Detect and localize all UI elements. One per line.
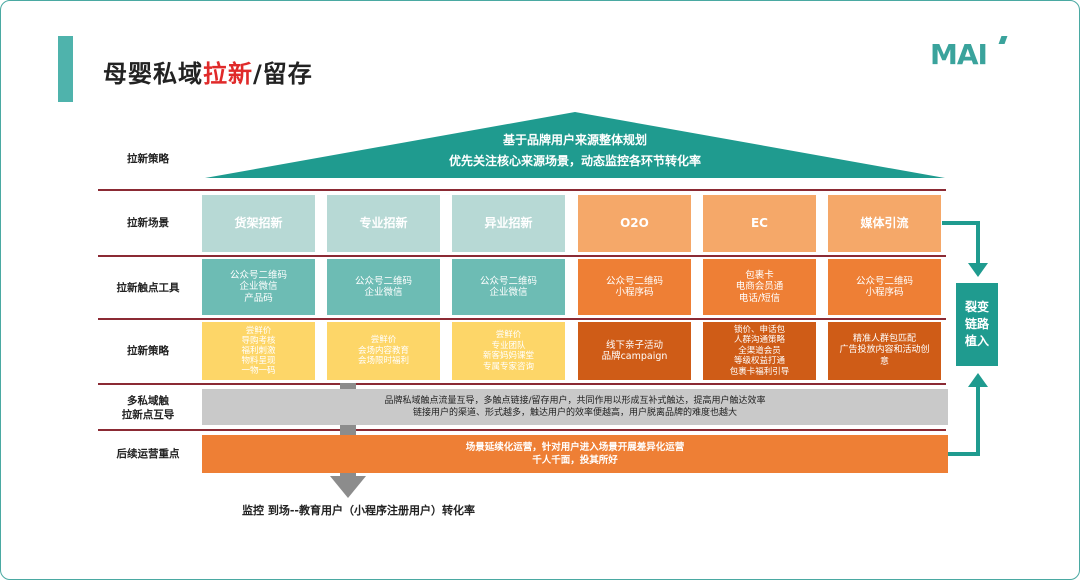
brand-logo: MAI xyxy=(930,38,988,71)
roof-line-2: 优先关注核心来源场景，动态监控各环节转化率 xyxy=(448,154,701,168)
scene-cell: 专业招新 xyxy=(327,195,440,252)
scene-cell: 异业招新 xyxy=(452,195,565,252)
divider xyxy=(98,318,946,320)
row-label-touchpoint: 拉新触点工具 xyxy=(116,282,180,294)
fission-line: 链路 xyxy=(964,317,989,331)
down-arrow-icon xyxy=(330,476,366,498)
fission-line: 裂变 xyxy=(964,300,989,314)
divider xyxy=(98,429,946,431)
row-label-private: 多私域触 拉新点互导 xyxy=(98,394,198,422)
private-domain-band: 品牌私域触点流量互导，多触点链接/留存用户，共同作用以形成互补式触达，提高用户触… xyxy=(202,389,948,425)
scene-cell: 货架招新 xyxy=(202,195,315,252)
scene-cell: EC xyxy=(703,195,816,252)
divider xyxy=(98,189,946,191)
strategy-cell: 尝鲜价导购考核福利刺激物料呈现一物一码 xyxy=(202,322,315,380)
row-label-strategy: 拉新策略 xyxy=(127,345,169,357)
divider xyxy=(98,255,946,257)
title-main: 母婴私域 xyxy=(103,60,203,88)
roof-line-1: 基于品牌用户来源整体规划 xyxy=(502,133,647,147)
row-label-scene: 拉新场景 xyxy=(127,217,169,229)
touchpoint-cell: 公众号二维码小程序码 xyxy=(578,259,691,315)
divider xyxy=(98,383,946,385)
touchpoint-cell: 公众号二维码小程序码 xyxy=(828,259,941,315)
strategy-cell: 线下亲子活动品牌campaign xyxy=(578,322,691,380)
strategy-cell: 尝鲜价会场内容教育会场限时福利 xyxy=(327,322,440,380)
touchpoint-cell: 公众号二维码企业微信产品码 xyxy=(202,259,315,315)
page-title: 母婴私域拉新/留存 xyxy=(103,54,313,89)
row-label-strategy-top: 拉新策略 xyxy=(127,153,169,165)
row-label-ops: 后续运营重点 xyxy=(116,448,180,460)
touchpoint-cell: 包裹卡电商会员通电话/短信 xyxy=(703,259,816,315)
strategy-cell: 尝鲜价专业团队新客妈妈课堂专属专家咨询 xyxy=(452,322,565,380)
ops-band: 场景延续化运营，针对用户进入场景开展差异化运营 千人千面，投其所好 xyxy=(202,435,948,473)
strategy-cell: 精准人群包匹配广告投放内容和活动创意 xyxy=(828,322,941,380)
row-label-private-1: 多私域触 xyxy=(127,395,169,407)
fission-box: 裂变 链路 植入 xyxy=(956,283,998,366)
touchpoint-cell: 公众号二维码企业微信 xyxy=(452,259,565,315)
roof-triangle xyxy=(205,112,945,178)
orange-band-line-2: 千人千面，投其所好 xyxy=(532,455,618,466)
fission-line: 植入 xyxy=(964,334,989,348)
title-accent-bar xyxy=(58,36,73,102)
title-rest: /留存 xyxy=(253,60,313,88)
fission-flow-arrows xyxy=(942,221,988,456)
connector-bar xyxy=(340,383,356,389)
gray-band-line-1: 品牌私域触点流量互导，多触点链接/留存用户，共同作用以形成互补式触达，提高用户触… xyxy=(384,396,766,406)
scene-cell: O2O xyxy=(578,195,691,252)
gray-band-line-2: 链接用户的渠道、形式越多，触达用户的效率便越高，用户脱离品牌的难度也越大 xyxy=(412,408,737,418)
strategy-cell: 锁价、申话包人群沟通策略全渠道会员等级权益打通包裹卡福利引导 xyxy=(703,322,816,380)
orange-band-line-1: 场景延续化运营，针对用户进入场景开展差异化运营 xyxy=(465,442,685,453)
row-label-private-2: 拉新点互导 xyxy=(121,409,175,421)
touchpoint-cell: 公众号二维码企业微信 xyxy=(327,259,440,315)
scene-cell: 媒体引流 xyxy=(828,195,941,252)
monitor-text: 监控 到场--教育用户（小程序注册用户）转化率 xyxy=(242,504,475,517)
title-highlight: 拉新 xyxy=(203,60,253,88)
connector-bar xyxy=(340,425,356,435)
